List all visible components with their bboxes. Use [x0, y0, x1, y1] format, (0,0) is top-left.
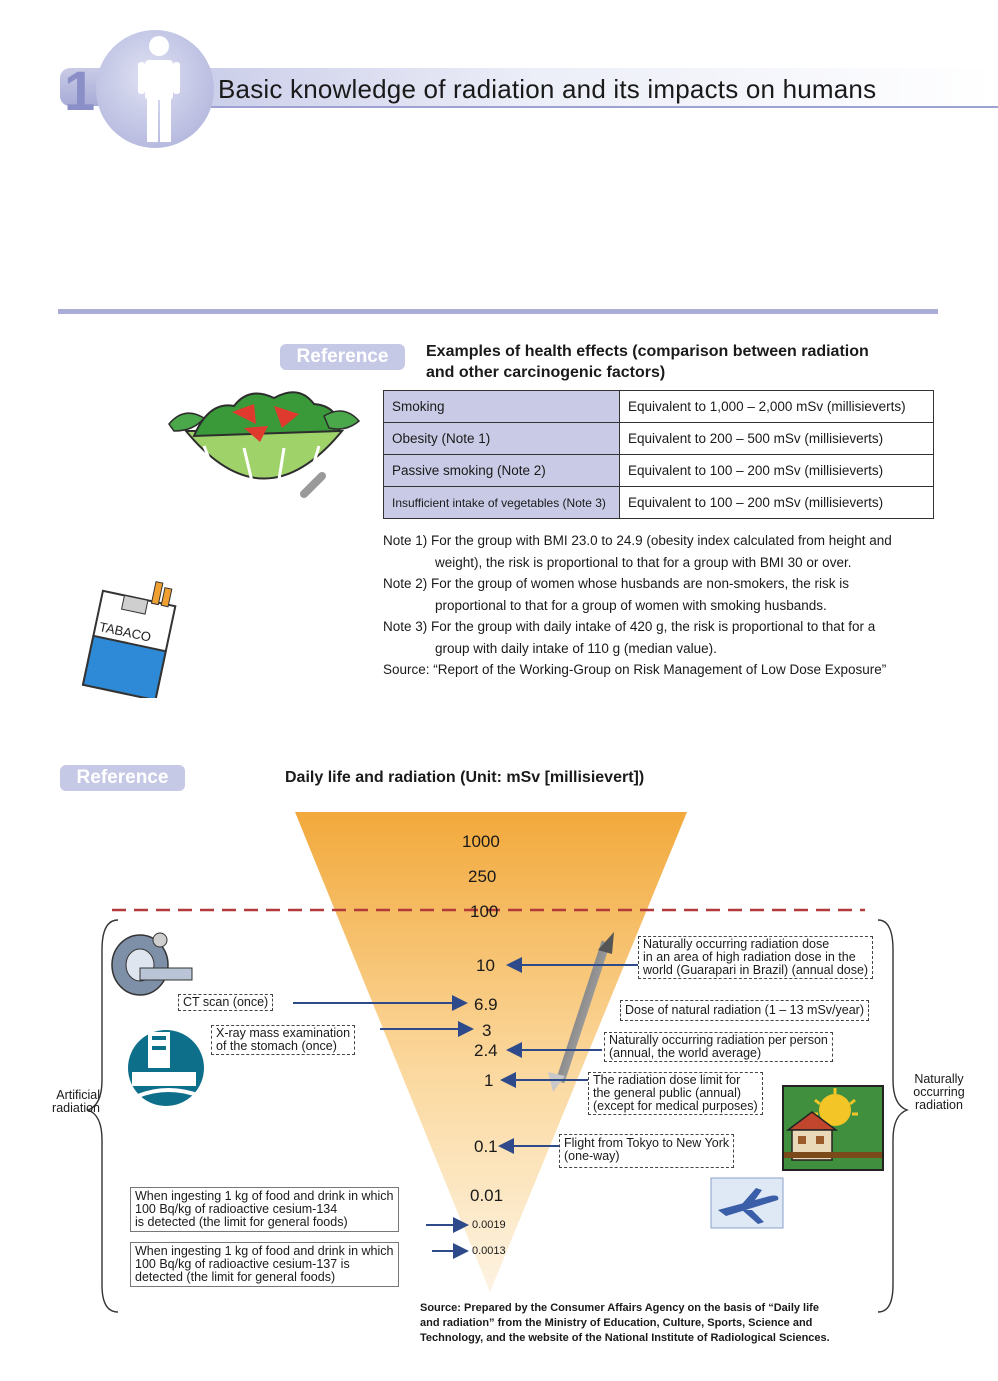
- table-row: Smoking Equivalent to 1,000 – 2,000 mSv …: [383, 390, 934, 423]
- value-6-9: 6.9: [474, 995, 498, 1014]
- guarapari-line1: Naturally occurring radiation dose: [643, 937, 830, 951]
- cesium-134-label: When ingesting 1 kg of food and drink in…: [130, 1187, 399, 1232]
- per-person-line2: (annual, the world average): [609, 1046, 762, 1060]
- value-0-01: 0.01: [470, 1186, 504, 1205]
- xray-label-line1: X-ray mass examination: [216, 1026, 351, 1040]
- radiation-chart: [85, 812, 910, 1313]
- right-brace: [877, 919, 910, 1313]
- dose-limit-line3: (except for medical purposes): [593, 1099, 758, 1113]
- natural-side-line1: Naturally: [914, 1072, 964, 1086]
- ref1-title: Examples of health effects (comparison b…: [426, 341, 869, 383]
- risk-table: Smoking Equivalent to 1,000 – 2,000 mSv …: [383, 390, 934, 519]
- airplane-icon: [710, 1177, 784, 1229]
- note-source: Source: “Report of the Working-Group on …: [383, 662, 887, 677]
- dose-limit-line2: the general public (annual): [593, 1086, 742, 1100]
- chart-source-line1: Source: Prepared by the Consumer Affairs…: [420, 1302, 819, 1314]
- cesium-134-line2: 100 Bq/kg of radioactive cesium-134: [135, 1202, 338, 1216]
- value-0-0013: 0.0013: [472, 1245, 506, 1257]
- value-250: 250: [468, 867, 497, 886]
- flight-line1: Flight from Tokyo to New York: [564, 1136, 730, 1150]
- guarapari-label: Naturally occurring radiation dose in an…: [638, 936, 874, 979]
- note-2-line1: Note 2) For the group of women whose hus…: [383, 576, 849, 591]
- table-row: Obesity (Note 1) Equivalent to 200 – 500…: [383, 422, 934, 455]
- value-1: 1: [484, 1071, 494, 1090]
- chart-source-line3: Technology, and the website of the Natio…: [420, 1332, 830, 1344]
- cesium-134-line3: is detected (the limit for general foods…: [135, 1215, 348, 1229]
- value-10: 10: [476, 956, 495, 975]
- salad-bowl-icon: [168, 391, 361, 512]
- cesium-134-line1: When ingesting 1 kg of food and drink in…: [135, 1189, 394, 1203]
- note-3-line2: group with daily intake of 110 g (median…: [435, 640, 717, 656]
- natural-dose-label: Dose of natural radiation (1 – 13 mSv/ye…: [620, 1000, 870, 1021]
- natural-radiation-label: Naturally occurring radiation: [906, 1073, 972, 1112]
- value-3: 3: [482, 1021, 492, 1040]
- artificial-line2: radiation: [52, 1101, 100, 1115]
- guarapari-line2: in an area of high radiation dose in the: [643, 950, 856, 964]
- ct-scan-label: CT scan (once): [178, 994, 274, 1011]
- flight-label: Flight from Tokyo to New York (one-way): [559, 1134, 735, 1168]
- header-underline: [160, 106, 998, 108]
- ref2-title: Daily life and radiation (Unit: mSv [mil…: [285, 769, 645, 786]
- chart-source: Source: Prepared by the Consumer Affairs…: [420, 1301, 870, 1346]
- cesium-137-line3: detected (the limit for general foods): [135, 1270, 336, 1284]
- guarapari-line3: world (Guarapari in Brazil) (annual dose…: [643, 963, 869, 977]
- table-cell-effect: Equivalent to 200 – 500 mSv (millisiever…: [619, 422, 934, 455]
- note-3-line1: Note 3) For the group with daily intake …: [383, 619, 876, 634]
- per-person-line1: Naturally occurring radiation per person: [609, 1033, 828, 1047]
- xray-label: X-ray mass examination of the stomach (o…: [211, 1025, 356, 1055]
- table-cell-effect: Equivalent to 100 – 200 mSv (millisiever…: [619, 486, 934, 519]
- value-2-4: 2.4: [474, 1041, 498, 1060]
- section-divider: [58, 309, 938, 314]
- table-notes: Note 1) For the group with BMI 23.0 to 2…: [383, 530, 943, 681]
- artificial-line1: Artificial: [56, 1088, 100, 1102]
- note-2-line2: proportional to that for a group of wome…: [435, 597, 827, 613]
- header-band: [160, 68, 998, 108]
- dose-limit-label: The radiation dose limit for the general…: [588, 1072, 763, 1115]
- natural-side-line3: radiation: [915, 1098, 963, 1112]
- table-cell-factor: Smoking: [383, 390, 620, 423]
- table-cell-effect: Equivalent to 100 – 200 mSv (millisiever…: [619, 454, 934, 487]
- cesium-137-label: When ingesting 1 kg of food and drink in…: [130, 1242, 399, 1287]
- hospital-icon: [128, 1030, 204, 1106]
- table-cell-effect: Equivalent to 1,000 – 2,000 mSv (millisi…: [619, 390, 934, 423]
- page-title: Basic knowledge of radiation and its imp…: [218, 74, 877, 104]
- dose-triangle: [295, 812, 687, 1292]
- value-0-1: 0.1: [474, 1137, 498, 1156]
- chart-source-line2: and radiation” from the Ministry of Educ…: [420, 1317, 813, 1329]
- natural-range-arrowhead-bottom: [548, 1072, 565, 1092]
- cesium-137-line1: When ingesting 1 kg of food and drink in…: [135, 1244, 394, 1258]
- xray-label-line2: of the stomach (once): [216, 1039, 337, 1053]
- value-100: 100: [470, 902, 499, 921]
- flight-line2: (one-way): [564, 1149, 620, 1163]
- chapter-number: 1: [64, 59, 95, 122]
- reference-badge-2: Reference: [60, 765, 185, 791]
- cesium-137-line2: 100 Bq/kg of radioactive cesium-137 is: [135, 1257, 350, 1271]
- value-0-0019: 0.0019: [472, 1219, 506, 1231]
- note-1-line2: weight), the risk is proportional to tha…: [435, 554, 852, 570]
- table-cell-factor: Obesity (Note 1): [383, 422, 620, 455]
- ref1-title-line1: Examples of health effects (comparison b…: [426, 343, 869, 360]
- reference-badge-1: Reference: [280, 344, 405, 370]
- ref1-title-line2: and other carcinogenic factors): [426, 364, 666, 381]
- left-brace: [85, 919, 119, 1313]
- natural-range-arrowhead-top: [598, 932, 614, 954]
- artificial-radiation-label: Artificial radiation: [40, 1089, 100, 1115]
- table-cell-factor: Insufficient intake of vegetables (Note …: [383, 486, 620, 519]
- ct-scanner-icon: [111, 932, 193, 996]
- house-sun-icon: [782, 1085, 884, 1171]
- dose-limit-line1: The radiation dose limit for: [593, 1073, 741, 1087]
- table-row: Passive smoking (Note 2) Equivalent to 1…: [383, 454, 934, 487]
- table-cell-factor: Passive smoking (Note 2): [383, 454, 620, 487]
- natural-side-line2: occurring: [913, 1085, 965, 1099]
- cigarette-pack-icon: TABACO: [81, 581, 177, 698]
- table-row: Insufficient intake of vegetables (Note …: [383, 486, 934, 519]
- per-person-label: Naturally occurring radiation per person…: [604, 1032, 833, 1062]
- note-1-line1: Note 1) For the group with BMI 23.0 to 2…: [383, 533, 892, 548]
- person-icon: [138, 36, 180, 142]
- value-1000: 1000: [462, 832, 500, 851]
